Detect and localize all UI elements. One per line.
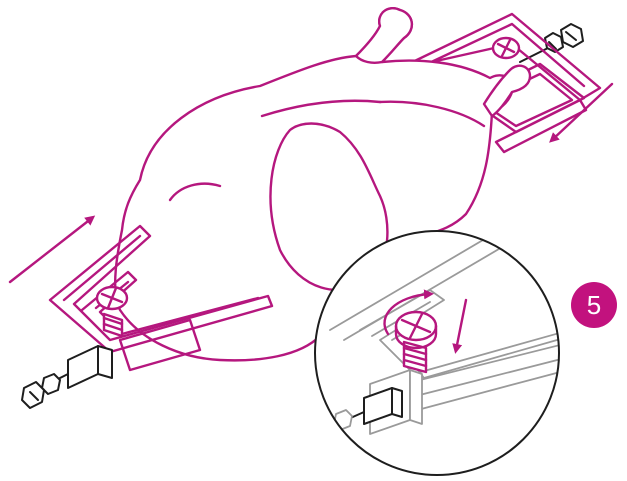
fork-screw-right [493,38,519,58]
step-number-badge: 5 [571,282,617,328]
push-arrow-left [10,218,92,282]
spit-nut-left [22,346,112,408]
magnifier-circle [315,230,620,475]
